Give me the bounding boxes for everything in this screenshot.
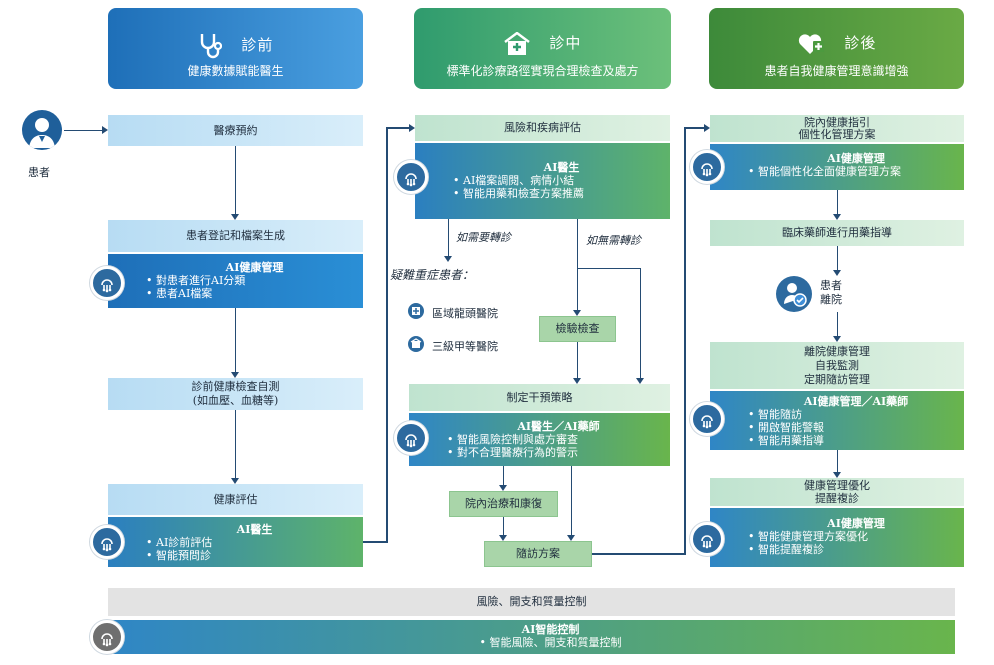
pharmacist-box: 臨床藥師進行用藥指導 [710, 220, 964, 246]
exam-box: 檢驗檢查 [539, 316, 616, 342]
ai-doctor-pharmacist-box: AI醫生／AI藥師 智能風險控制與處方審查對不合理醫療行為的警示 [409, 413, 670, 466]
list-item: 智能隨訪 [748, 408, 964, 421]
ai-doctor-box: AI醫生 AI診前評估智能預問診 [108, 517, 363, 567]
box-line: 診前健康檢查自測 [191, 380, 280, 393]
post-visit-header: 診後 患者自我健康管理意識增強 [709, 8, 964, 89]
list-item: 智能用藥指導 [748, 434, 964, 447]
ai-brain-icon [690, 150, 724, 184]
label-line: 離院 [820, 293, 842, 306]
ai-brain-icon [690, 402, 724, 436]
list-item: 智能個性化全面健康管理方案 [748, 165, 964, 178]
list-item: 對患者進行AI分類 [146, 274, 363, 287]
strategy-box: 制定干預策略 [409, 384, 670, 411]
booking-box: 醫療預約 [108, 115, 363, 146]
ai-brain-icon [90, 525, 124, 559]
ai-box-title: AI健康管理 [225, 261, 284, 274]
box-line: 個性化管理方案 [798, 127, 876, 141]
self-check-box: 診前健康檢查自測 (如血壓、血糖等) [108, 378, 363, 410]
no-referral-note: 如無需轉診 [586, 234, 641, 247]
list-item: 智能健康管理方案優化 [748, 530, 964, 543]
ai-brain-icon [90, 620, 124, 654]
ai-box-title: AI醫生／AI藥師 [517, 420, 600, 433]
list-item: 開啟智能警報 [748, 421, 964, 434]
box-line: 定期隨訪管理 [804, 372, 870, 386]
list-item: AI檔案調閱、病情小結 [453, 174, 670, 187]
pre-visit-title: 診前 [241, 36, 274, 54]
box-line: 院內健康指引 [804, 115, 870, 129]
list-item: 智能預問診 [146, 549, 363, 562]
ai-health-mgmt-box: AI健康管理 對患者進行AI分類患者AI檔案 [108, 254, 363, 308]
after-discharge-box: 離院健康管理 自我監測 定期隨訪管理 [710, 342, 964, 389]
risk-cost-quality-bar: 風險、開支和質量控制 [108, 588, 955, 616]
box-line: (如血壓、血糖等) [192, 394, 279, 407]
hospital-icon [503, 32, 530, 55]
box-line: 健康管理優化 [804, 479, 870, 492]
hospital-2-label: 三級甲等醫院 [432, 340, 498, 353]
list-item: 患者AI檔案 [146, 287, 363, 300]
ai-brain-icon [394, 160, 428, 194]
ai-box-title: AI智能控制 [521, 623, 580, 636]
hospital-1-label: 區域龍頭醫院 [432, 307, 498, 320]
ai-health-mgmt-box-3: AI健康管理 智能健康管理方案優化智能提醒複診 [710, 508, 964, 567]
ai-health-mgmt-box-2: AI健康管理 智能個性化全面健康管理方案 [710, 144, 964, 190]
discharge-label: 患者 離院 [820, 279, 842, 307]
heart-plus-icon [798, 34, 824, 54]
in-visit-header: 診中 標準化診療路徑實現合理檢查及處方 [414, 8, 671, 89]
discharge-patient-icon [776, 276, 812, 312]
stethoscope-icon [200, 34, 222, 59]
list-item: 對不合理醫療行為的警示 [447, 446, 670, 459]
list-item: 智能用藥和檢查方案推薦 [453, 187, 670, 200]
ai-brain-icon [690, 522, 724, 556]
ai-box-title: AI醫生 [236, 523, 273, 536]
ai-brain-icon [90, 266, 124, 300]
hospital-building-icon [408, 303, 424, 319]
ai-box-title: AI健康管理 [827, 152, 885, 165]
followup-box: 隨訪方案 [484, 541, 592, 567]
optimize-box: 健康管理優化 提醒複診 [710, 478, 964, 506]
ai-box-title: AI醫生 [543, 161, 580, 174]
list-item: AI診前評估 [146, 536, 363, 549]
pre-visit-subtitle: 健康數據賦能醫生 [187, 64, 284, 78]
box-line: 自我監測 [815, 358, 859, 372]
post-visit-subtitle: 患者自我健康管理意識增強 [764, 64, 909, 78]
ai-box-title: AI健康管理 [827, 517, 885, 530]
pre-visit-header: 診前 健康數據賦能醫生 [108, 8, 363, 89]
ai-smart-control-box: AI智能控制 • 智能風險、開支和質量控制 [108, 620, 955, 654]
in-visit-title: 診中 [549, 34, 582, 52]
inpatient-box: 院內治療和康復 [449, 491, 558, 517]
guide-box: 院內健康指引 個性化管理方案 [710, 115, 964, 142]
patient-label: 患者 [28, 166, 50, 179]
hospital-building-icon [408, 336, 424, 352]
need-referral-note: 如需要轉診 [456, 231, 511, 244]
registration-box: 患者登記和檔案生成 [108, 220, 363, 252]
ai-mgmt-pharmacist-box: AI健康管理／AI藥師 智能隨訪開啟智能警報智能用藥指導 [710, 391, 964, 450]
patient-avatar-icon [22, 110, 62, 150]
list-item: 智能提醒複診 [748, 543, 964, 556]
ai-box-title: AI健康管理／AI藥師 [803, 395, 909, 408]
box-line: 離院健康管理 [804, 344, 870, 358]
post-visit-title: 診後 [844, 34, 877, 52]
list-item: 智能風險控制與處方審查 [447, 433, 670, 446]
ai-brain-icon [394, 421, 428, 455]
list-item: • 智能風險、開支和質量控制 [479, 636, 622, 649]
ai-doctor-box-2: AI醫生 AI檔案調閱、病情小結智能用藥和檢查方案推薦 [415, 143, 670, 219]
difficult-cases-note: 疑難重症患者： [390, 268, 475, 282]
assessment-box: 健康評估 [108, 484, 363, 515]
label-line: 患者 [820, 279, 842, 292]
in-visit-subtitle: 標準化診療路徑實現合理檢查及處方 [446, 64, 639, 78]
risk-assessment-box: 風險和疾病評估 [415, 115, 670, 141]
box-line: 提醒複診 [815, 492, 859, 505]
